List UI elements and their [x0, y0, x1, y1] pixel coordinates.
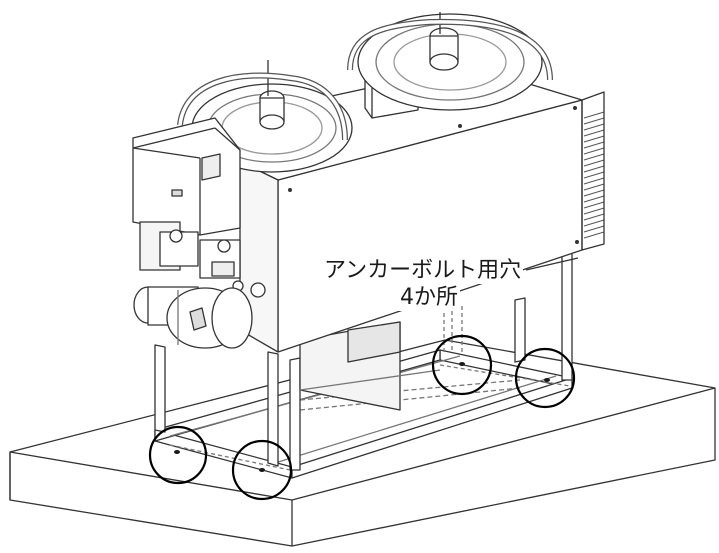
callout-label-line2: 4か所	[398, 285, 460, 311]
callout-leader	[525, 257, 579, 271]
anchor-hole	[259, 468, 265, 472]
hole-highlights	[148, 334, 576, 501]
highlight-circle-front-left	[148, 425, 208, 485]
lower-duct	[299, 321, 441, 411]
support-legs	[154, 247, 573, 471]
highlight-circle-front-right	[231, 439, 293, 501]
anchor-hole	[544, 378, 550, 382]
fan-right	[357, 12, 543, 111]
anchor-hole	[459, 362, 465, 366]
callout-label-line1: アンカーボルト用穴	[322, 258, 524, 284]
valve-assembly	[139, 221, 266, 298]
anchor-holes	[174, 362, 550, 472]
highlight-circle-back-right	[514, 347, 576, 409]
anchor-guides	[169, 304, 571, 471]
control-box	[132, 117, 241, 236]
anchor-hole	[174, 450, 180, 454]
highlight-circle-back-left	[431, 334, 493, 396]
burner-motor	[133, 286, 253, 349]
